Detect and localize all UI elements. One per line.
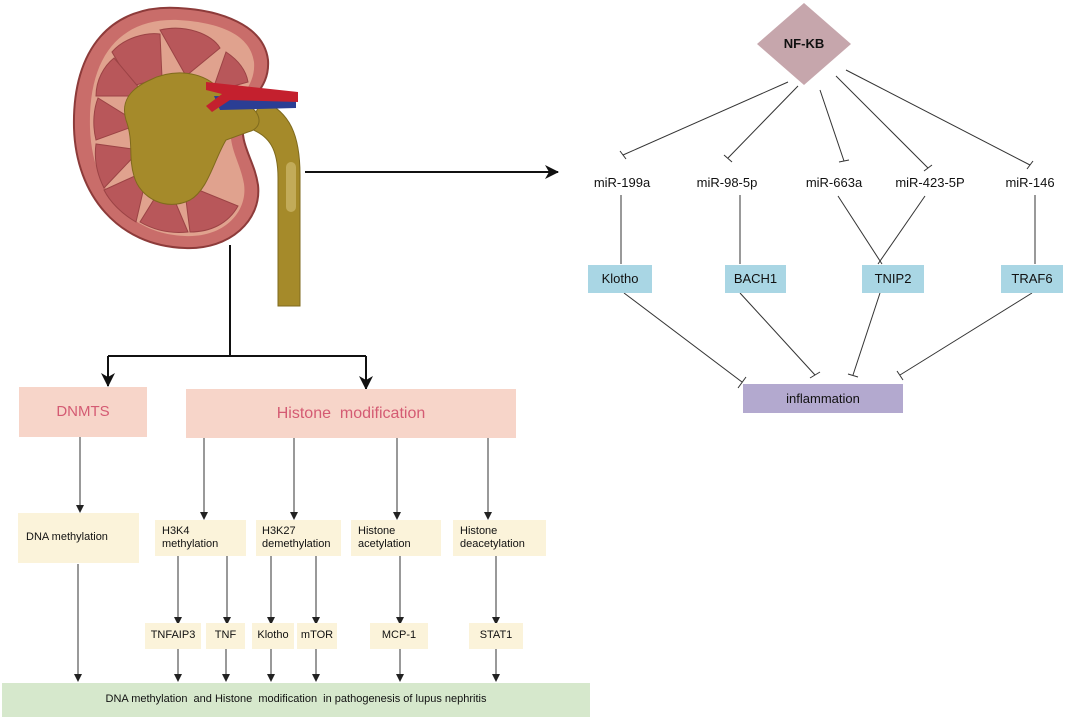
h3k27-line1: H3K27	[262, 524, 296, 537]
mirna-label: miR-98-5p	[696, 175, 758, 190]
mirna-label: miR-146	[1005, 175, 1055, 190]
ureter	[247, 99, 301, 307]
acetylation-line2: acetylation	[358, 538, 411, 550]
dna-methylation-box: DNA methylation	[18, 513, 139, 563]
gene-mtor: mTOR	[297, 623, 337, 649]
inflammation-box: inflammation	[743, 384, 903, 413]
gene-stat1: STAT1	[469, 623, 523, 649]
h3k4-line2: methylation	[162, 538, 219, 550]
histone-deacetylation-box: Histone deacetylation	[453, 520, 546, 556]
mirna-label: miR-423-5P	[895, 175, 965, 190]
target-tnip2: TNIP2	[862, 265, 924, 293]
renal-artery	[206, 82, 298, 112]
target-traf6: TRAF6	[1001, 265, 1063, 293]
target-klotho: Klotho	[588, 265, 652, 293]
edge-nfkb-mir98	[727, 85, 799, 159]
nfkb-node	[757, 3, 851, 85]
nfkb-label: NF-KB	[783, 36, 825, 52]
h3k27-line2: demethylation	[262, 538, 331, 550]
deacetylation-line2: deacetylation	[460, 538, 525, 550]
deacetylation-line1: Histone	[460, 524, 498, 537]
histone-acetylation-box: Histone acetylation	[351, 520, 441, 556]
mirna-label: miR-663a	[805, 175, 863, 190]
gene-klotho: Klotho	[252, 623, 294, 649]
gene-mcp1: MCP-1	[370, 623, 428, 649]
h3k4-methylation-box: H3K4 methylation	[155, 520, 246, 556]
gene-tnfaip3: TNFAIP3	[145, 623, 201, 649]
edge-nfkb-mir423	[835, 75, 929, 169]
dnmts-box: DNMTS	[19, 387, 147, 437]
footer-banner: DNA methylation and Histone modification…	[2, 683, 590, 717]
edge-nfkb-mir199a	[622, 81, 789, 156]
acetylation-line1: Histone	[358, 524, 396, 537]
kidney-illustration	[72, 6, 301, 307]
histone-modification-box: Histone modification	[186, 389, 516, 438]
gene-tnf: TNF	[206, 623, 245, 649]
edge-nfkb-mir663a	[819, 89, 845, 162]
h3k4-line1: H3K4	[162, 524, 190, 537]
h3k27-demethylation-box: H3K27 demethylation	[256, 520, 341, 556]
mirna-label: miR-199a	[593, 175, 651, 190]
target-bach1: BACH1	[725, 265, 786, 293]
edge-nfkb-mir146	[845, 69, 1031, 166]
